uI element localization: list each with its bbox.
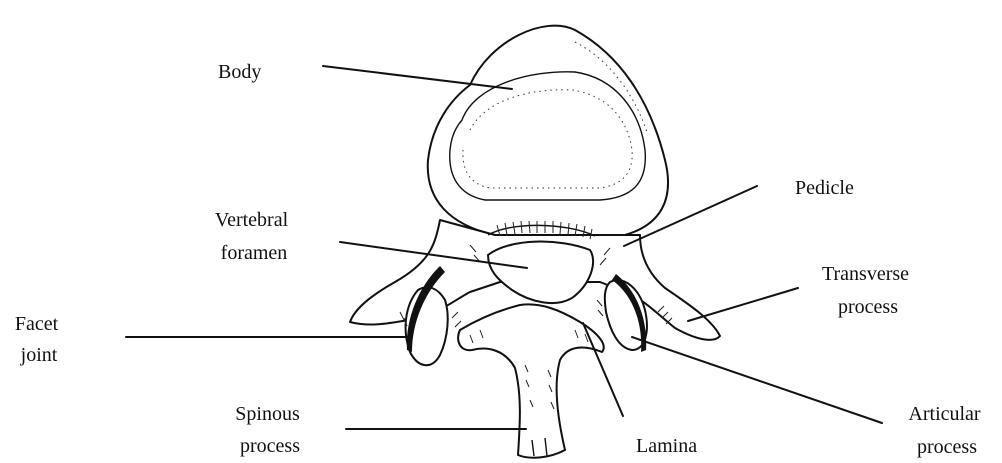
label-facet-joint: Facet joint [15,313,63,366]
label-vertebral-foramen-line-1: Vertebral [215,209,289,231]
label-facet-joint-line-1: Facet [15,313,59,335]
vertebral-body [428,26,668,235]
label-articular-process: Articular process [908,403,985,458]
label-pedicle: Pedicle [795,177,854,199]
label-articular-process-line-2: process [917,436,977,458]
label-vertebral-foramen-line-2: foramen [221,242,288,264]
vertebral-foramen [488,242,593,304]
spinous-process [458,304,604,457]
articular-process-leader-line [632,337,882,423]
label-transverse-process-line-1: Transverse [822,263,909,285]
label-vertebral-foramen: Vertebral foramen [215,209,293,264]
label-facet-joint-line-2: joint [20,344,58,366]
label-spinous-process-line-2: process [240,435,300,457]
label-spinous-process-line-1: Spinous [235,403,300,425]
label-body: Body [218,61,261,83]
transverse-process-leader-line [688,288,798,321]
label-transverse-process-line-2: process [838,296,898,318]
label-articular-process-line-1: Articular [908,403,981,425]
label-lamina: Lamina [636,435,697,457]
label-spinous-process: Spinous process [235,403,304,457]
label-transverse-process: Transverse process [822,263,914,318]
